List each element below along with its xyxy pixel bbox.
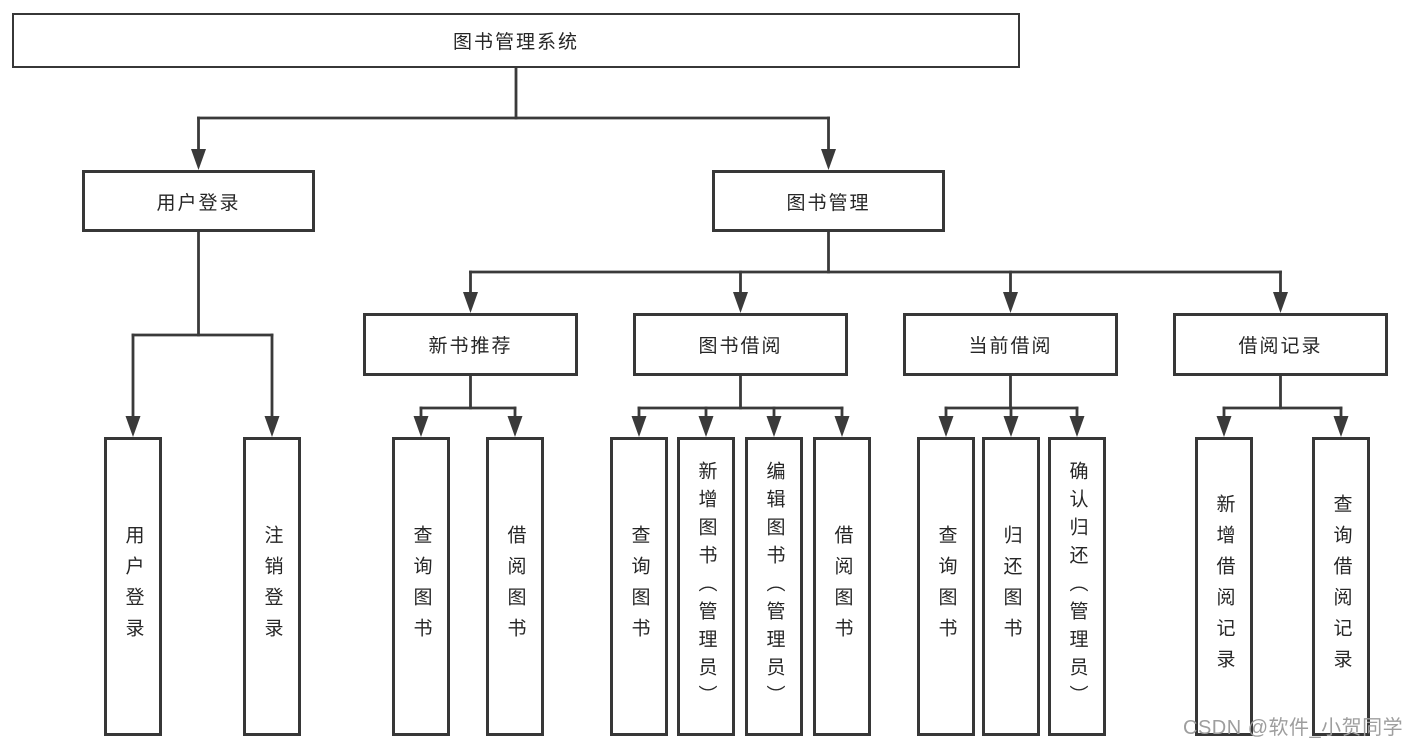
root-node-library-system: 图书管理系统 (12, 13, 1020, 68)
section-node-borrowing-records: 借阅记录 (1173, 313, 1388, 376)
leaf-node: 编辑图书（管理员） (745, 437, 803, 736)
leaf-node: 借阅图书 (813, 437, 871, 736)
branch-node-user-login: 用户登录 (82, 170, 315, 232)
watermark: CSDN @软件_小贺同学 (1183, 717, 1404, 739)
leaf-node: 新增借阅记录 (1195, 437, 1253, 736)
section-node-new-book-recommendation: 新书推荐 (363, 313, 578, 376)
leaf-node: 查询借阅记录 (1312, 437, 1370, 736)
leaf-node: 查询图书 (610, 437, 668, 736)
branch-node-book-management: 图书管理 (712, 170, 945, 232)
leaf-node: 查询图书 (392, 437, 450, 736)
leaf-node: 确认归还（管理员） (1048, 437, 1106, 736)
leaf-node: 注销登录 (243, 437, 301, 736)
section-node-current-borrowing: 当前借阅 (903, 313, 1118, 376)
section-node-book-borrowing: 图书借阅 (633, 313, 848, 376)
leaf-node: 查询图书 (917, 437, 975, 736)
leaf-node: 新增图书（管理员） (677, 437, 735, 736)
leaf-node: 用户登录 (104, 437, 162, 736)
leaf-node: 归还图书 (982, 437, 1040, 736)
leaf-node: 借阅图书 (486, 437, 544, 736)
